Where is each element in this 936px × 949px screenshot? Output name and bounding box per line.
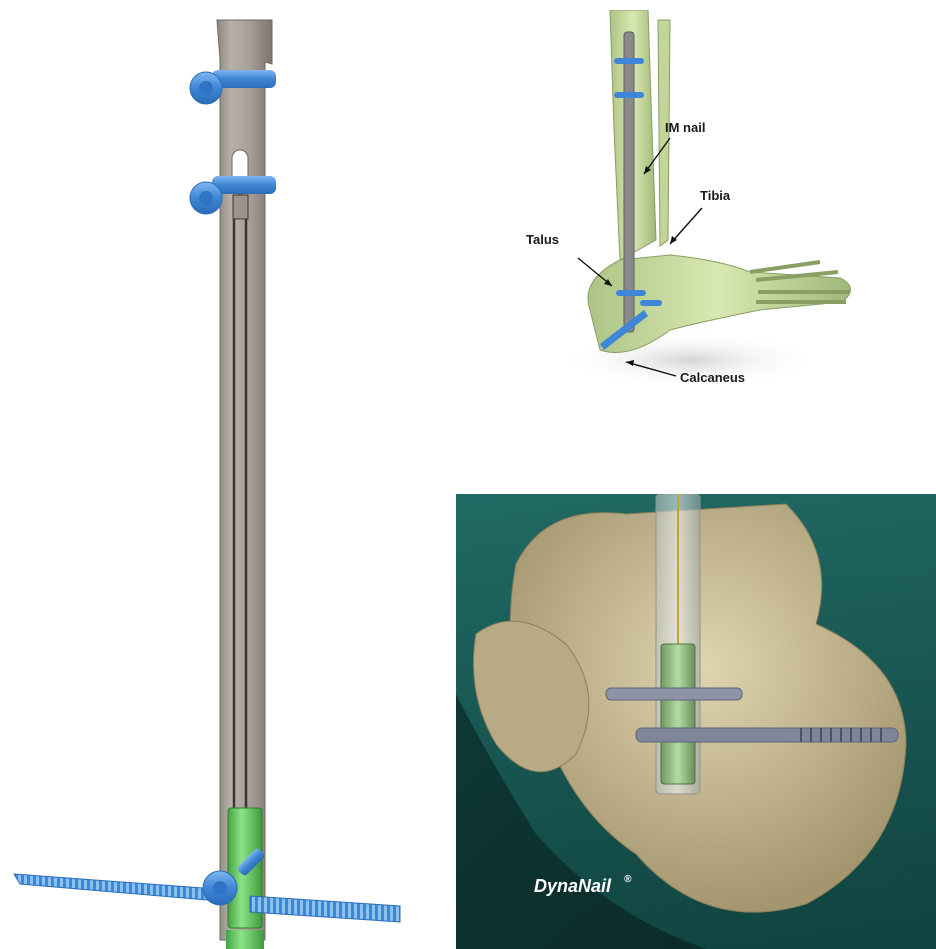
label-tibia: Tibia	[700, 188, 731, 203]
im-nail-rod	[624, 32, 634, 332]
brand-name: DynaNail	[534, 876, 612, 896]
render-screw-upper	[606, 688, 742, 700]
render-svg: DynaNail ®	[456, 494, 936, 949]
render-illustration: DynaNail ®	[456, 494, 936, 949]
rod-cap	[233, 195, 248, 219]
label-talus: Talus	[526, 232, 559, 247]
sleeve-glass	[661, 644, 695, 784]
render-screw-lower	[636, 728, 898, 742]
label-calcaneus: Calcaneus	[680, 370, 745, 385]
distal-screw-long	[14, 871, 237, 905]
sleeve-tip	[226, 930, 264, 949]
brand-mark: ®	[624, 874, 632, 885]
anatomy-diagram: IM nail Tibia Talus Calcaneus	[520, 10, 880, 400]
nail-cutaway-illustration	[0, 0, 420, 949]
label-im-nail: IM nail	[665, 120, 705, 135]
nail-cutaway-svg	[0, 0, 420, 949]
distal-screw-lateral	[250, 896, 400, 922]
anatomy-svg: IM nail Tibia Talus Calcaneus	[520, 10, 880, 400]
